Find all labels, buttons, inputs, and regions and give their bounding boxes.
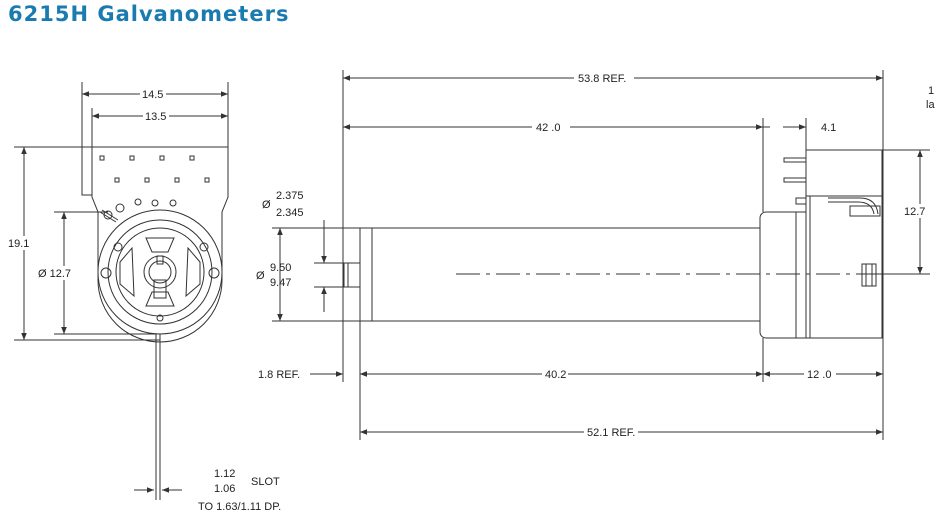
dim-front-width-outer: 14.5 <box>142 89 163 101</box>
dim-body-length: 42 .0 <box>536 122 560 134</box>
dim-flange-diameter-upper: 2.375 <box>276 190 304 202</box>
front-view <box>81 146 229 500</box>
side-dimensions <box>272 70 930 440</box>
dim-slot-label: SLOT <box>251 476 280 488</box>
page-title: 6215H Galvanometers <box>8 2 290 26</box>
dim-slot-depth: TO 1.63/1.11 DP. <box>198 501 281 513</box>
dim-shaft-diameter-symbol: Ø <box>256 270 265 282</box>
dim-flange-diameter-lower: 2.345 <box>276 207 304 219</box>
dim-front-width-inner: 13.5 <box>145 111 166 123</box>
dim-front-diameter: Ø 12.7 <box>38 268 71 280</box>
note-top-right-2: la <box>926 99 935 111</box>
dim-connector-depth: 4.1 <box>821 122 836 134</box>
dim-barrel-length: 40.2 <box>545 369 566 381</box>
dim-shaft-diameter-upper: 9.50 <box>270 262 291 274</box>
side-view <box>343 149 883 339</box>
dim-total-ref: 52.1 REF. <box>587 427 635 439</box>
dim-front-height: 19.1 <box>8 238 29 250</box>
dim-connector-height: 12.7 <box>904 206 925 218</box>
dim-shaft-diameter-lower: 9.47 <box>270 277 291 289</box>
dim-rear-length: 12 .0 <box>807 369 831 381</box>
dim-shaft-ext: 1.8 REF. <box>258 369 300 381</box>
dim-slot-lower: 1.06 <box>214 483 235 495</box>
dim-flange-diameter-symbol: Ø <box>262 199 271 211</box>
dim-overall-length: 53.8 REF. <box>578 73 626 85</box>
note-top-right-1: 1 <box>928 85 934 97</box>
mounting-holes <box>99 155 210 183</box>
dim-slot-upper: 1.12 <box>214 468 235 480</box>
